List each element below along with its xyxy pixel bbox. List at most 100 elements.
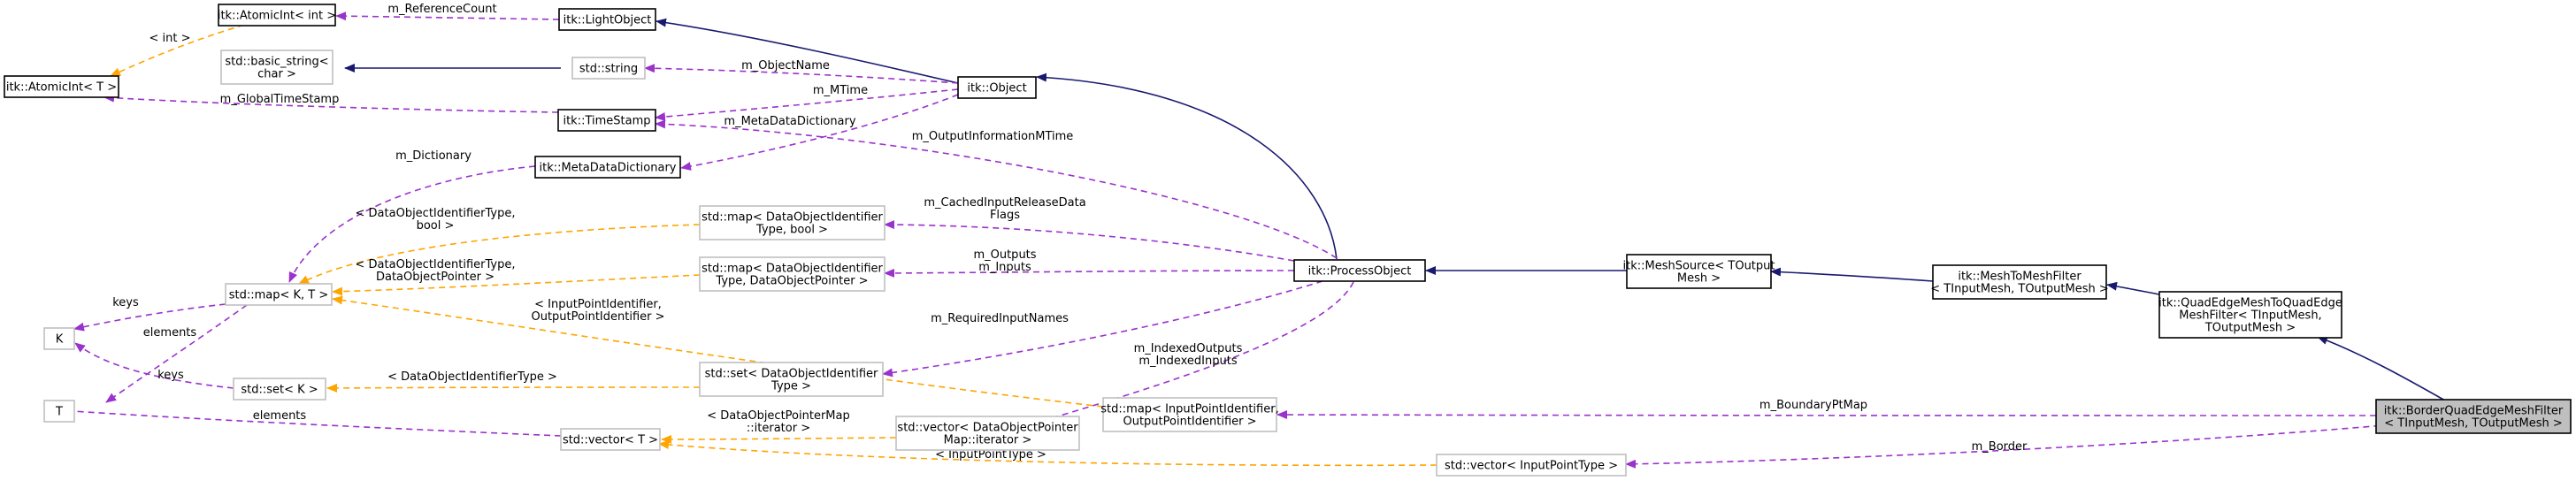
label-keys-set-line: keys [157, 369, 184, 382]
node-vector-dobjptr-iter-label: std::vector< DataObjectPointer [897, 422, 1078, 435]
node-meshsource[interactable]: itk::MeshSource< TOutputMesh > [1623, 254, 1775, 289]
label-elements-map: elements [143, 326, 197, 340]
label-object-name-line: m_ObjectName [741, 59, 830, 72]
node-map-dobj-ptr[interactable]: std::map< DataObjectIdentifierType, Data… [699, 256, 886, 292]
node-atomicint-t[interactable]: itk::AtomicInt< T > [4, 75, 119, 98]
label-metadata-dictionary-line: m_MetaDataDictionary [724, 115, 855, 128]
node-lightobject[interactable]: itk::LightObject [558, 8, 656, 31]
node-set-k[interactable]: std::set< K > [233, 378, 326, 401]
node-set-dobj-label: std::set< DataObjectIdentifier [705, 368, 878, 381]
edge-reference-count [335, 11, 560, 21]
node-t-box [43, 400, 75, 423]
edge-global-timestamp [104, 93, 559, 113]
node-map-kt[interactable]: std::map< K, T > [225, 283, 333, 306]
label-mtime-line: m_MTime [813, 84, 868, 97]
node-timestamp-label: itk::TimeStamp [563, 115, 650, 128]
node-map-dobj-bool-label: std::map< DataObjectIdentifier [702, 211, 883, 225]
node-border-filter-label: itk::BorderQuadEdgeMeshFilter [2384, 405, 2564, 418]
label-keys-set: keys [157, 369, 184, 382]
label-tpl-dobj-bool-line: < DataObjectIdentifierType, [356, 207, 516, 220]
node-vector-t-label: std::vector< T > [563, 434, 658, 447]
node-set-dobj[interactable]: std::set< DataObjectIdentifierType > [699, 362, 884, 397]
label-tpl-inputpoint-map-line: < InputPointIdentifier, [534, 298, 662, 311]
label-object-name: m_ObjectName [741, 59, 830, 72]
node-metadatadictionary[interactable]: itk::MetaDataDictionary [534, 156, 681, 179]
label-tpl-inputpointtype: < InputPointType > [935, 448, 1046, 462]
nodes: itk::AtomicInt< int > itk::AtomicInt< T … [4, 4, 2572, 477]
label-border: m_Border [1972, 440, 2028, 454]
node-map-inputpoint-box [1102, 397, 1277, 432]
label-required-input-names-line: m_RequiredInputNames [931, 312, 1069, 325]
node-set-dobj-box [699, 362, 884, 397]
label-mtime: m_MTime [813, 84, 868, 97]
node-k[interactable]: K [43, 327, 75, 350]
label-global-timestamp-line: m_GlobalTimeStamp [220, 93, 340, 106]
label-elements-vector-line: elements [253, 409, 307, 423]
label-indexed-outputs-inputs-line: m_IndexedOutputs [1134, 342, 1243, 355]
edges [58, 11, 2446, 469]
node-border-filter-box [2375, 399, 2572, 434]
label-tpl-dobj-bool-line: bool > [417, 219, 455, 233]
node-atomicint-t-label: itk::AtomicInt< T > [6, 81, 117, 95]
label-tpl-dobj-ptr-line: < DataObjectIdentifierType, [356, 258, 516, 271]
edge-labels: m_ReferenceCount < int > m_ObjectName m_… [112, 3, 2028, 462]
edge-processobject-to-object [1036, 72, 1338, 260]
label-output-info-mtime-line: m_OutputInformationMTime [912, 130, 1074, 143]
node-t[interactable]: T [43, 400, 75, 423]
edge-cached-input-release [884, 220, 1295, 262]
edge-outputs-inputs [884, 268, 1295, 278]
node-meshtomeshfilter[interactable]: itk::MeshToMeshFilter< TInputMesh, TOutp… [1930, 264, 2109, 300]
node-vector-dobjptr-iter[interactable]: std::vector< DataObjectPointerMap::itera… [895, 416, 1080, 451]
node-timestamp[interactable]: itk::TimeStamp [557, 109, 656, 132]
node-processobject[interactable]: itk::ProcessObject [1293, 259, 1426, 282]
label-cached-input-release-line: m_CachedInputReleaseData [924, 196, 1085, 210]
edge-tpl-int [110, 24, 245, 77]
node-border-filter[interactable]: itk::BorderQuadEdgeMeshFilter< TInputMes… [2375, 399, 2572, 434]
node-vector-t[interactable]: std::vector< T > [560, 428, 661, 451]
node-object-label: itk::Object [967, 82, 1026, 95]
node-vector-inputpoint-label: std::vector< InputPointType > [1445, 460, 1618, 473]
node-k-label: K [56, 333, 64, 347]
node-object[interactable]: itk::Object [957, 76, 1037, 99]
node-map-dobj-bool-box [699, 205, 886, 240]
node-atomicint-int[interactable]: itk::AtomicInt< int > [218, 4, 336, 27]
edge-object-to-lightobject [656, 18, 959, 84]
label-reference-count-line: m_ReferenceCount [387, 3, 496, 16]
label-tpl-inputpoint-map-line: OutputPointIdentifier > [531, 310, 664, 324]
node-basic-string-box [220, 50, 334, 85]
node-map-dobj-bool-label: Type, bool > [755, 224, 828, 237]
label-reference-count: m_ReferenceCount [387, 3, 496, 16]
edge-object-name [644, 64, 959, 84]
node-map-dobj-bool[interactable]: std::map< DataObjectIdentifierType, bool… [699, 205, 886, 240]
node-vector-dobjptr-iter-box [895, 416, 1080, 451]
label-int-tpl: < int > [150, 32, 191, 45]
node-std-string-label: std::string [579, 63, 638, 76]
label-metadata-dictionary: m_MetaDataDictionary [724, 115, 855, 128]
label-tpl-dobj-ptr: < DataObjectIdentifierType,DataObjectPoi… [356, 258, 516, 284]
node-std-string[interactable]: std::string [571, 57, 646, 80]
node-timestamp-box [557, 109, 656, 132]
label-dictionary: m_Dictionary [395, 149, 472, 163]
label-tpl-dobjptr-map-iter: < DataObjectPointerMap::iterator > [707, 409, 849, 435]
node-vector-inputpoint[interactable]: std::vector< InputPointType > [1436, 454, 1627, 477]
label-keys-map: keys [112, 296, 139, 309]
edge-dictionary [288, 165, 536, 283]
node-vector-inputpoint-box [1436, 454, 1627, 477]
node-quadedge-filter-label: itk::QuadEdgeMeshToQuadEdge [2158, 297, 2342, 310]
node-meshtomeshfilter-box [1932, 264, 2107, 300]
label-dictionary-line: m_Dictionary [395, 149, 472, 163]
node-basic-string[interactable]: std::basic_string<char > [220, 50, 334, 85]
node-std-string-box [571, 57, 646, 80]
node-meshsource-label: Mesh > [1677, 272, 1721, 286]
label-tpl-inputpointtype-line: < InputPointType > [935, 448, 1046, 462]
node-map-inputpoint[interactable]: std::map< InputPointIdentifier,OutputPoi… [1100, 397, 1279, 432]
edge-keys-map [73, 303, 226, 332]
node-map-dobj-ptr-label: std::map< DataObjectIdentifier [702, 263, 883, 276]
edge-tpl-dobj-bool [298, 224, 701, 285]
label-tpl-dobj-ptr-line: DataObjectPointer > [376, 271, 494, 284]
label-boundary-pt-map-line: m_BoundaryPtMap [1760, 399, 1867, 412]
node-map-inputpoint-label: OutputPointIdentifier > [1123, 416, 1256, 429]
